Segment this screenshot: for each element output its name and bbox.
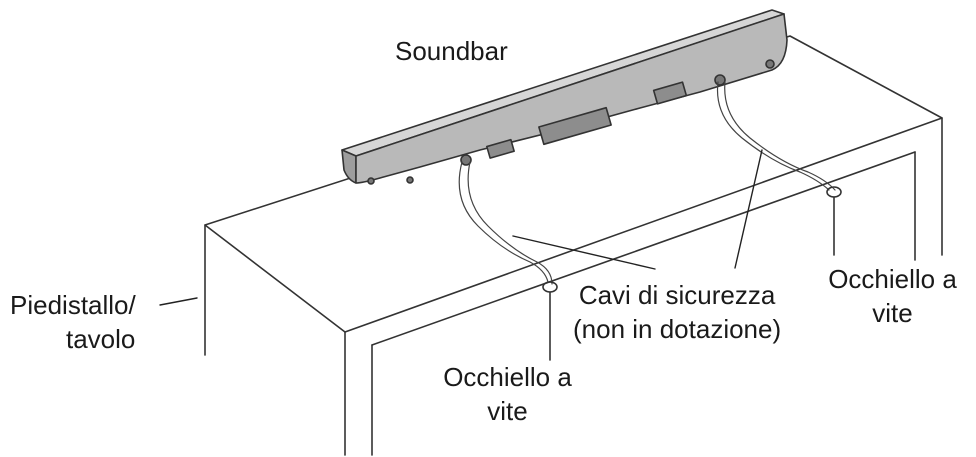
- label-eyelet-right-line1: Occhiello a: [828, 264, 957, 294]
- label-stand-table: Piedistallo/ tavolo: [10, 288, 136, 356]
- label-cables-line2: (non in dotazione): [573, 314, 782, 344]
- leader-lines: [159, 149, 763, 306]
- soundbar-device: [341, 9, 788, 185]
- label-eyelet-left-line1: Occhiello a: [443, 362, 572, 392]
- label-screw-eyelet-left: Occhiello a vite: [425, 360, 590, 428]
- label-screw-eyelet-right: Occhiello a vite: [810, 262, 975, 330]
- label-cables-line1: Cavi di sicurezza: [578, 280, 776, 310]
- label-eyelet-left-line2: vite: [487, 396, 528, 426]
- label-eyelet-right-line2: vite: [872, 298, 913, 328]
- screw-eyelet-left: [542, 281, 558, 361]
- label-stand-line1: Piedistallo/: [10, 290, 136, 320]
- label-soundbar: Soundbar: [395, 34, 508, 68]
- screw-eyelet-right: [826, 186, 842, 256]
- label-safety-cables: Cavi di sicurezza (non in dotazione): [573, 278, 781, 346]
- label-soundbar-text: Soundbar: [395, 36, 508, 66]
- label-stand-line2: tavolo: [66, 324, 136, 354]
- safety-cables: [458, 81, 836, 285]
